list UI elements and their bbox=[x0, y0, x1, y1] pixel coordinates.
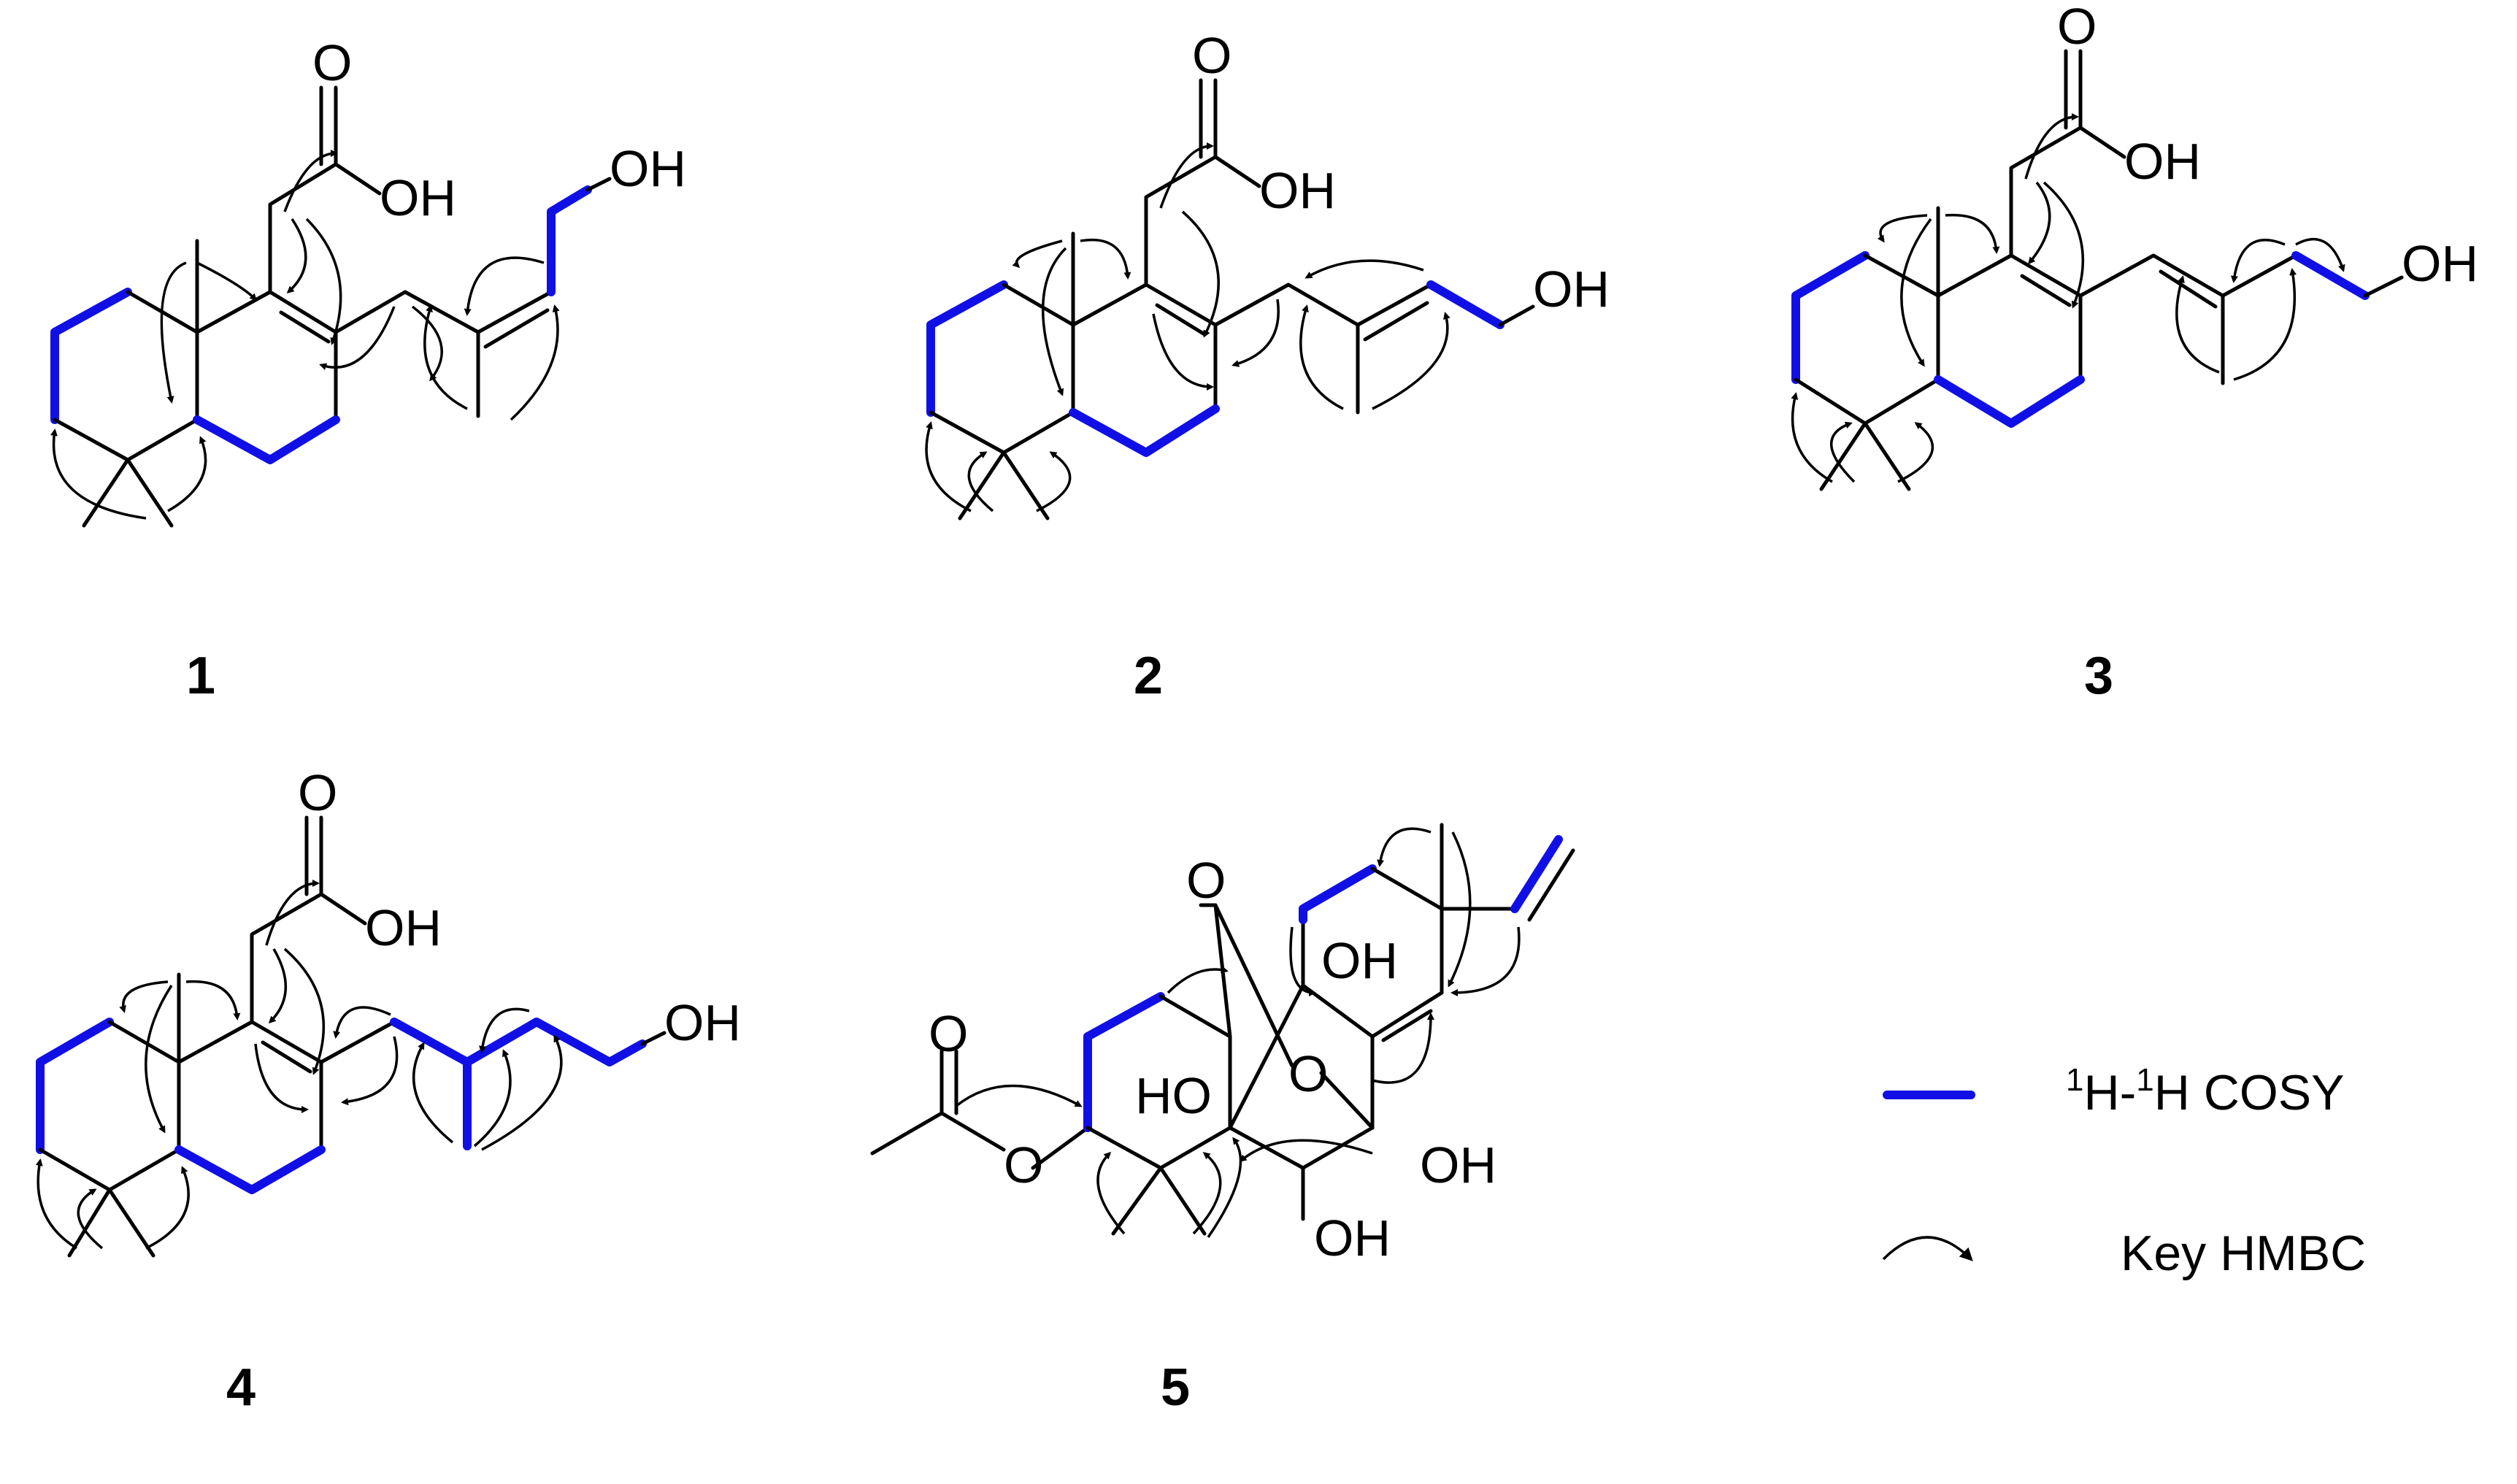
compound-2-cosy-side-chain bbox=[1426, 280, 1505, 329]
legend-hmbc-label: Key HMBC bbox=[2121, 1226, 2366, 1281]
compound-4-cosy-ring-b bbox=[174, 1145, 326, 1194]
compound-1-carbonyl-o: O bbox=[312, 34, 352, 91]
compound-5-hmbc-arrow bbox=[955, 1084, 1083, 1107]
compound-5-lactone-o: O bbox=[1288, 1045, 1328, 1102]
compound-2-cosy-ring-a bbox=[926, 280, 1008, 417]
compound-4-acetic-chain bbox=[250, 892, 323, 1024]
legend-cosy-label: 1H-1H COSY bbox=[2066, 1062, 2344, 1120]
compound-1-acetic-chain bbox=[268, 162, 338, 294]
compound-3-hmbc-arrow bbox=[1791, 392, 1833, 483]
compound-5-ketone-o: O bbox=[1186, 852, 1226, 909]
compound-3-acetic-chain bbox=[2009, 126, 2083, 258]
compound-5-ester-o: O bbox=[1004, 1137, 1043, 1193]
compound-1-ring-double-bond bbox=[279, 310, 331, 344]
compound-5-gem-dimethyl bbox=[1111, 1166, 1207, 1236]
compound-3-alcohol-oh: OH bbox=[2402, 235, 2478, 292]
compound-2-label: 2 bbox=[1134, 647, 1163, 705]
compound-2-hmbc-arrow bbox=[925, 421, 972, 512]
compound-4-label: 4 bbox=[226, 1358, 255, 1417]
compound-1-cosy-ring-a bbox=[50, 288, 132, 424]
compound-2-ring-b bbox=[1071, 282, 1218, 411]
compound-5-oh-top: OH bbox=[1321, 932, 1398, 989]
compound-3-label: 3 bbox=[2084, 647, 2113, 705]
compound-4-acid-oh: OH bbox=[365, 899, 442, 956]
compound-4-cosy-side-chain bbox=[390, 1018, 647, 1066]
compound-4-hmbc-arrow bbox=[35, 1158, 77, 1250]
compound-3-cosy-side-chain bbox=[2291, 251, 2370, 300]
compound-3-carbonyl-o: O bbox=[2057, 0, 2097, 55]
compound-2-structure: O OH OH 2 bbox=[925, 27, 1610, 705]
compound-1-gem-dimethyl bbox=[82, 458, 174, 528]
compound-5-acetate bbox=[870, 1111, 1006, 1156]
compound-4-gem-dimethyl bbox=[67, 1188, 155, 1258]
compound-5-structure: O O O O OH HO OH OH 5 bbox=[870, 823, 1575, 1417]
legend: 1H-1H COSY Key HMBC bbox=[1882, 1062, 2366, 1281]
compound-5-oh-bottom: OH bbox=[1314, 1210, 1391, 1266]
compound-1-acid-oh: OH bbox=[380, 169, 456, 226]
compound-1-side-chain bbox=[334, 290, 480, 334]
compound-5-label: 5 bbox=[1161, 1358, 1190, 1417]
compound-1-cosy-side-chain bbox=[547, 185, 592, 296]
compound-3-ring-b bbox=[1936, 253, 2083, 382]
compound-4-cosy-ring-a bbox=[36, 1018, 114, 1154]
compound-5-acetate-o: O bbox=[929, 1005, 968, 1062]
compound-2-cosy-ring-b bbox=[1069, 404, 1220, 457]
compound-3-acid-oh: OH bbox=[2124, 133, 2201, 190]
compound-5-cosy-ring-a bbox=[1083, 992, 1165, 1132]
compound-1-cosy-ring-b bbox=[193, 415, 340, 464]
compound-2-side-chain bbox=[1213, 282, 1360, 327]
compound-2-carbonyl-o: O bbox=[1192, 27, 1231, 84]
compound-1-alcohol-oh: OH bbox=[610, 140, 686, 197]
compound-1-ring-b bbox=[195, 290, 338, 422]
compound-3-cosy-ring-b bbox=[1934, 375, 2085, 428]
compound-3-structure: O OH OH 3 bbox=[1791, 0, 2478, 705]
compound-4-structure: O OH OH 4 bbox=[35, 764, 741, 1417]
compound-4-carbonyl-o: O bbox=[298, 764, 337, 821]
compound-2-alcohol-oh: OH bbox=[1533, 261, 1610, 318]
compound-3-cosy-ring-a bbox=[1791, 251, 1870, 384]
compound-5-ho-left: HO bbox=[1135, 1067, 1212, 1124]
compound-3-side-chain bbox=[2078, 253, 2225, 298]
compound-2-gem-dimethyl bbox=[958, 450, 1050, 520]
compound-1-hmbc-arrow bbox=[50, 428, 147, 520]
compound-2-acetic-chain bbox=[1144, 155, 1218, 287]
compound-5-oh-right: OH bbox=[1420, 1137, 1496, 1193]
compound-1-label: 1 bbox=[186, 647, 215, 705]
compound-4-alcohol-oh: OH bbox=[664, 994, 741, 1051]
compound-5-cosy-vinyl bbox=[1510, 835, 1563, 913]
compound-1-structure: O OH OH 1 bbox=[50, 34, 686, 705]
compound-5-cosy-ring-c bbox=[1299, 864, 1377, 924]
compound-2-acid-oh: OH bbox=[1259, 162, 1336, 219]
compound-4-ring-b bbox=[177, 1020, 323, 1152]
legend-hmbc-arrow bbox=[1882, 1236, 1973, 1261]
compound-3-gem-dimethyl bbox=[1819, 421, 1911, 491]
